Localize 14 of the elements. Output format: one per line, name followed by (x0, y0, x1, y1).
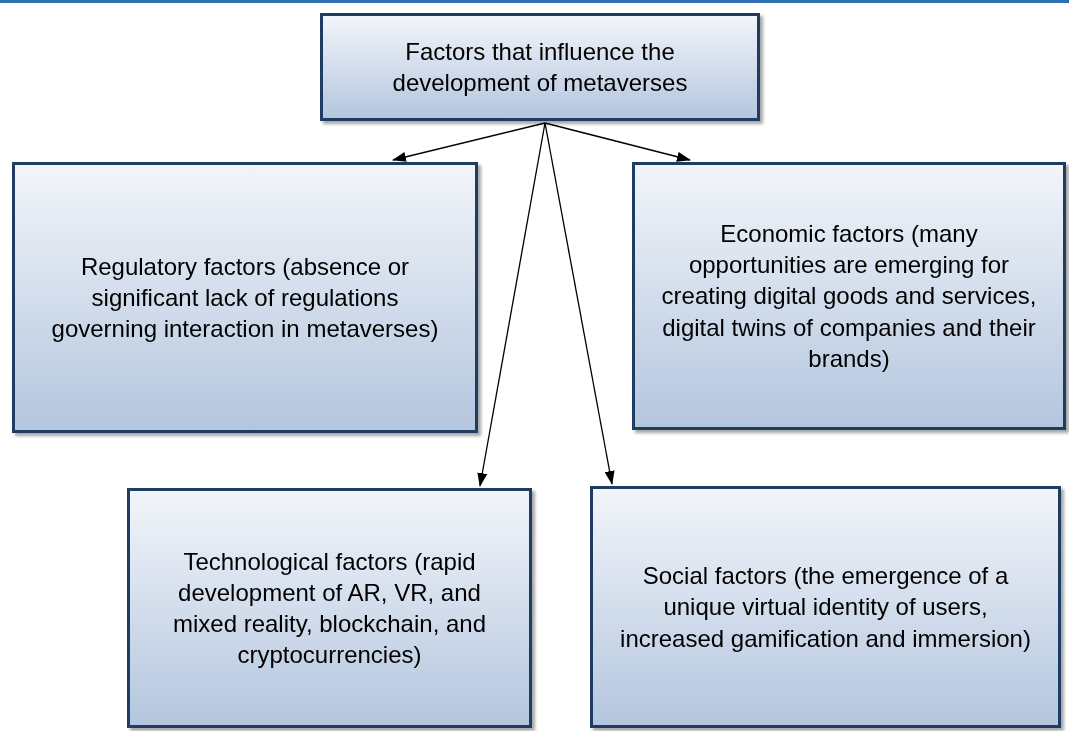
arrow (392, 122, 546, 162)
box-text: Technological factors (rapid development of AR, VR, and mixed reality, blockchain, and cryptocurrencies) (171, 546, 487, 671)
arrow (544, 122, 615, 485)
box-text: Regulatory factors (absence or significant lack of regulations governing interaction in metaverses) (50, 251, 440, 345)
factor-box (590, 486, 1061, 728)
factor-box (320, 13, 760, 121)
arrow (544, 122, 691, 162)
factor-box (127, 488, 532, 728)
box-text: Factors that influence the development of metaverses (391, 36, 689, 98)
arrow (477, 122, 546, 487)
box-text: Economic factors (many opportunities are emerging for creating digital goods and services, digital twins of companies and their brands) (660, 219, 1038, 374)
factor-box (632, 162, 1066, 430)
box-text: Social factors (the emergence of a unique virtual identity of users, increased gamification and immersion) (619, 561, 1032, 654)
factor-box (12, 162, 478, 433)
